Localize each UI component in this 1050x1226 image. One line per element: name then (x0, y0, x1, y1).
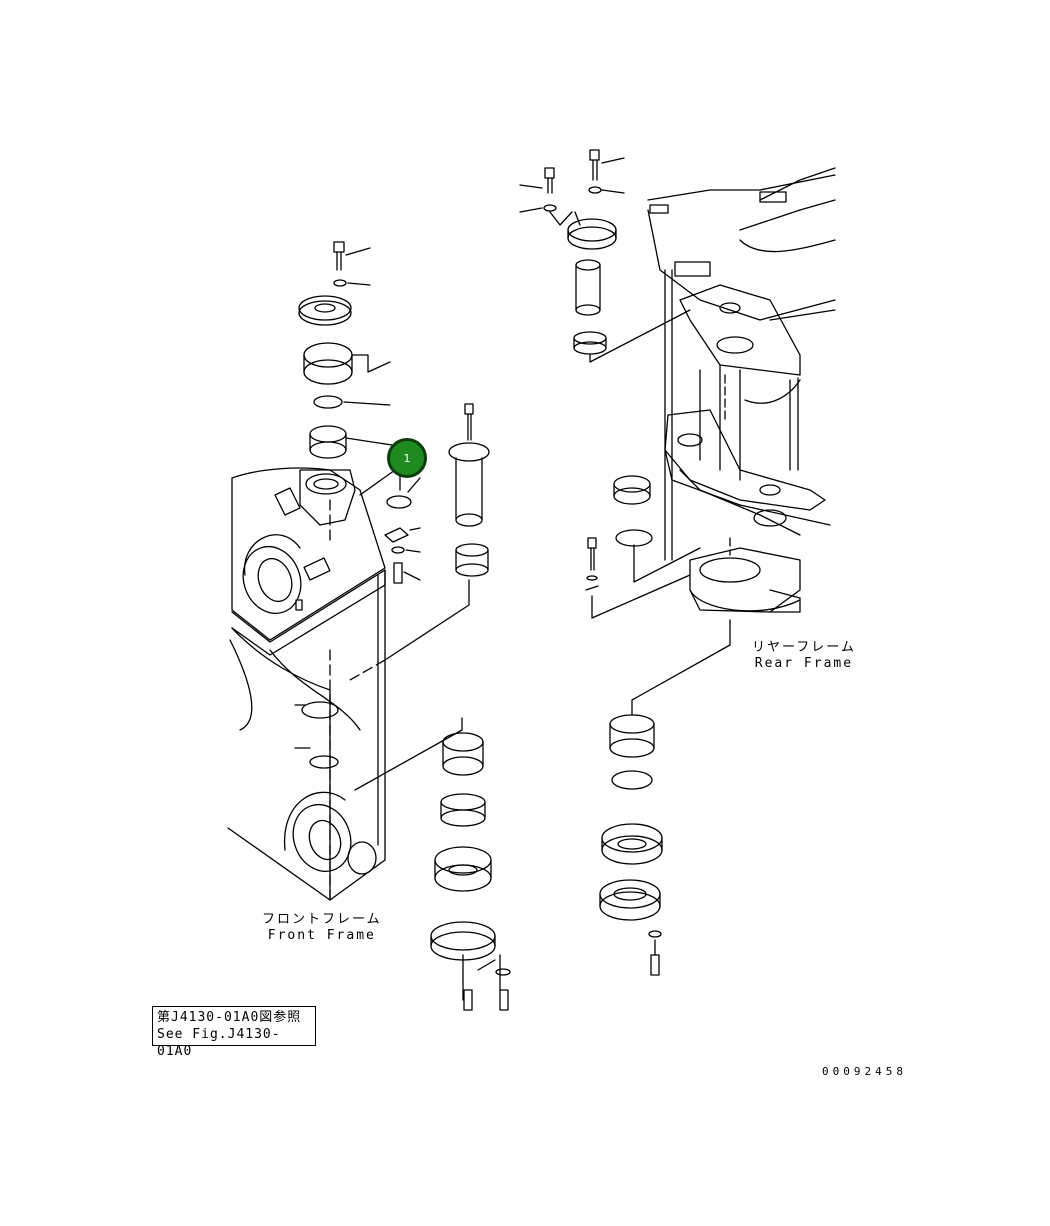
drawing-number: 00092458 (822, 1065, 907, 1078)
rear-lower-stack (599, 644, 731, 976)
front-frame (227, 467, 386, 901)
figure-reference-en: See Fig.J4130-01A0 (157, 1027, 281, 1059)
front-frame-label-jp: フロントフレーム (262, 912, 382, 927)
figure-reference-box[interactable]: 第J4130-01A0図参照 See Fig.J4130-01A0 (152, 1006, 316, 1059)
front-frame-label: フロントフレーム Front Frame (262, 912, 382, 944)
figure-reference-jp: 第J4130-01A0図参照 (157, 1010, 302, 1025)
rear-upper-pin-stack (519, 149, 691, 363)
rear-middle-parts (585, 475, 701, 619)
rear-frame-label-jp: リヤーフレーム (752, 640, 856, 655)
rear-frame-label-en: Rear Frame (754, 656, 854, 671)
rear-frame (647, 167, 836, 646)
rear-frame-label: リヤーフレーム Rear Frame (752, 640, 856, 672)
front-frame-label-en: Front Frame (267, 928, 376, 943)
front-small-hardware (384, 527, 421, 584)
part-callout-1[interactable]: 1 (387, 438, 427, 478)
front-upper-pin-stack (298, 241, 421, 509)
front-lower-stack (354, 717, 511, 1011)
front-pin-and-bushing (349, 403, 490, 681)
